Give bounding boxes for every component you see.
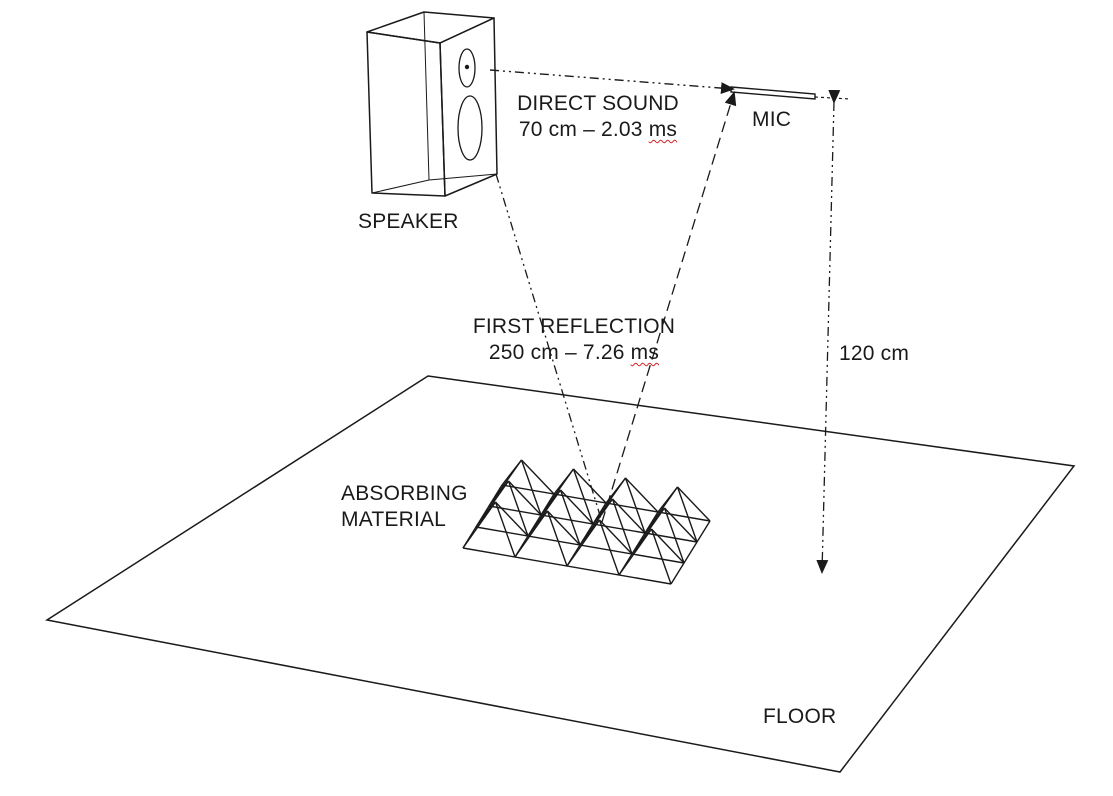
floor-plane [45, 375, 1076, 773]
foam-pyramid-edge [527, 510, 549, 537]
foam-pyramid-edge [676, 486, 711, 522]
foam-grid-line [566, 502, 607, 567]
foam-pyramid-edge [546, 510, 568, 567]
direct-sound-label: DIRECT SOUND 70 cm – 2.03 ms [500, 91, 696, 143]
foam-pyramid-edge [676, 486, 698, 543]
foam-pyramid-edge [546, 510, 581, 546]
foam-pyramid-edge [520, 459, 555, 495]
foam-pyramid-edge [663, 507, 685, 564]
floor-label: FLOOR [763, 705, 837, 728]
absorbing-material-label: ABSORBING MATERIAL [341, 481, 468, 533]
foam-pyramid-edge [540, 489, 562, 516]
foam-pyramid-edge [559, 489, 581, 546]
speaker-woofer [457, 95, 483, 161]
first-reflection-label: FIRST REFLECTION 250 cm – 7.26 ms [454, 314, 694, 366]
foam-grid-line [514, 493, 555, 558]
foam-pyramid-edge [631, 528, 653, 555]
absorbing-label-line1: ABSORBING [341, 482, 468, 505]
foam-pyramid-edge [572, 468, 607, 504]
height-label: 120 cm [839, 342, 910, 365]
foam-grid-line [618, 511, 659, 576]
speaker-tweeter [458, 48, 476, 88]
foam-grid-line [462, 484, 503, 549]
foam-pyramid-edge [611, 498, 646, 534]
foam-pyramid-edge [507, 480, 542, 516]
mic-reference-line [814, 96, 851, 100]
foam-pyramid-edge [624, 477, 659, 513]
foam-pyramid-edge [663, 507, 698, 543]
foam-pyramid-edge [611, 498, 633, 555]
absorbing-material-grid [462, 459, 711, 585]
first-reflection-value: 250 cm – 7.26 ms [488, 341, 660, 364]
foam-pyramid-edge [572, 468, 594, 525]
foam-pyramid-edge [657, 486, 679, 513]
speaker-label: SPEAKER [358, 210, 459, 233]
foam-pyramid-edge [624, 477, 646, 534]
first-reflection-title: FIRST REFLECTION [472, 315, 676, 338]
foam-pyramid-edge [579, 519, 601, 546]
foam-pyramid-edge [507, 480, 529, 537]
foam-pyramid-edge [650, 528, 672, 585]
microphone [730, 86, 816, 100]
foam-pyramid-edge [598, 519, 633, 555]
direct-sound-value: 70 cm – 2.03 ms [518, 118, 678, 141]
absorbing-label-line2: MATERIAL [341, 508, 447, 531]
direct-sound-path [489, 69, 735, 95]
foam-pyramid-edge [494, 501, 529, 537]
foam-pyramid-edge [644, 507, 666, 534]
direct-sound-title: DIRECT SOUND [517, 92, 679, 115]
foam-pyramid-edge [494, 501, 516, 558]
foam-grid-line [670, 520, 711, 585]
foam-pyramid-edge [650, 528, 685, 564]
foam-pyramid-edge [559, 489, 594, 525]
foam-pyramid-edge [488, 480, 510, 507]
foam-pyramid-edge [553, 468, 575, 495]
foam-pyramid-edge [520, 459, 542, 516]
reflection-path-outgoing [601, 91, 737, 523]
foam-pyramid-edge [598, 519, 620, 576]
mic-label: MIC [752, 108, 792, 131]
foam-pyramid-edge [475, 501, 497, 528]
foam-pyramid-edge [501, 459, 523, 486]
height-dimension-line [816, 89, 841, 574]
speaker-cabinet [366, 11, 498, 197]
foam-pyramid-edge [605, 477, 627, 504]
reflection-path-incoming [495, 173, 603, 523]
foam-pyramid-edge [592, 498, 614, 525]
speaker-tweeter-center [464, 64, 470, 70]
